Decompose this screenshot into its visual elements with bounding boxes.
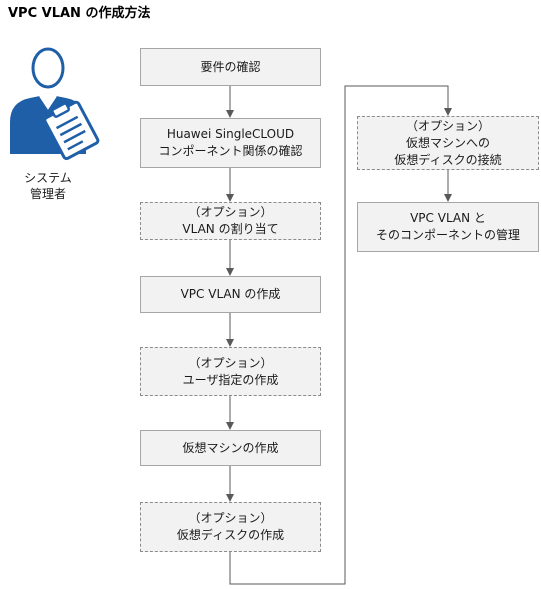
step-manage-line2: そのコンポーネントの管理 <box>375 228 520 242</box>
step-create-user-spec: （オプション） ユーザ指定の作成 <box>140 347 321 396</box>
step-component-relations-line1: Huawei SingleCLOUD <box>166 127 295 141</box>
step-requirements: 要件の確認 <box>140 48 321 86</box>
step-manage-line1: VPC VLAN と <box>410 211 486 225</box>
step-requirements-line1: 要件の確認 <box>200 59 261 74</box>
step-create-user-spec-line2: ユーザ指定の作成 <box>182 372 279 387</box>
step-create-user-spec-line1: （オプション） <box>188 355 273 370</box>
step-manage: VPC VLAN と そのコンポーネントの管理 <box>357 202 539 252</box>
step-assign-vlan: （オプション） VLAN の割り当て <box>140 202 321 240</box>
system-admin-icon <box>10 47 100 161</box>
step-create-disk: （オプション） 仮想ディスクの作成 <box>140 502 321 552</box>
step-create-vpc-vlan-line1: VPC VLAN の作成 <box>180 287 281 301</box>
actor-label-line1: システム <box>24 171 72 185</box>
step-attach-disk-line3: 仮想ディスクの接続 <box>394 152 502 167</box>
step-create-vm-line1: 仮想マシンの作成 <box>182 440 279 455</box>
step-create-disk-line1: （オプション） <box>188 511 273 525</box>
actor-label: システム 管理者 <box>18 170 78 202</box>
step-assign-vlan-line1: （オプション） <box>188 205 273 219</box>
arrow-7 <box>229 85 452 585</box>
step-create-disk-line2: 仮想ディスクの作成 <box>176 528 285 542</box>
step-attach-disk-line2: 仮想マシンへの <box>405 135 490 150</box>
step-create-vm: 仮想マシンの作成 <box>140 430 321 466</box>
page-title: VPC VLAN の作成方法 <box>8 6 151 21</box>
step-assign-vlan-line2: VLAN の割り当て <box>182 222 279 236</box>
step-create-vpc-vlan: VPC VLAN の作成 <box>140 276 321 313</box>
step-attach-disk-line1: （オプション） <box>405 118 490 133</box>
actor-label-line2: 管理者 <box>29 187 66 201</box>
step-component-relations-line2: コンポーネント関係の確認 <box>158 144 303 158</box>
step-component-relations: Huawei SingleCLOUD コンポーネント関係の確認 <box>140 118 321 168</box>
step-attach-disk: （オプション） 仮想マシンへの 仮想ディスクの接続 <box>357 116 539 170</box>
